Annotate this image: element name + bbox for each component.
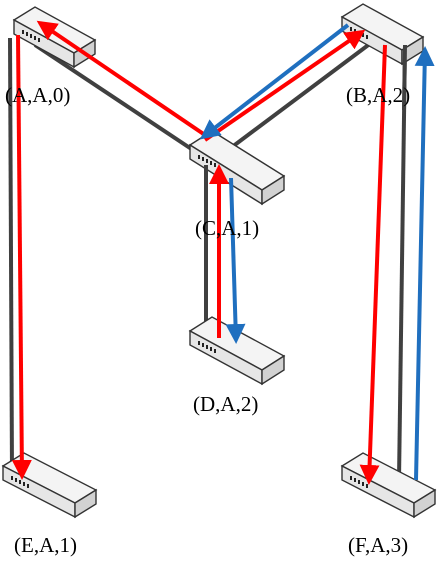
red-arrow-a-to-e <box>11 34 32 480</box>
switch-f <box>340 452 437 519</box>
red-path <box>11 20 387 485</box>
link-b-f <box>397 44 407 481</box>
switch-e <box>1 452 98 519</box>
node-label-d: (D,A,2) <box>193 392 258 416</box>
switch-b <box>340 3 425 66</box>
blue-path <box>199 23 435 481</box>
red-arrow-c-to-b <box>203 29 366 142</box>
node-label-c: (C,A,1) <box>195 216 259 240</box>
link-b-f-front <box>402 44 407 111</box>
node-label-a: (A,A,0) <box>5 83 70 107</box>
link-c-b <box>226 38 377 152</box>
node-label-e: (E,A,1) <box>14 533 77 557</box>
node-label-b: (B,A,2) <box>346 83 410 107</box>
link-a-c <box>33 43 207 160</box>
red-arrow-b-to-f <box>359 44 387 485</box>
link-a-e <box>8 37 14 476</box>
node-label-f: (F,A,3) <box>348 533 408 557</box>
red-arrow-c-to-a <box>36 20 207 137</box>
blue-arrow-c-to-d <box>225 177 246 344</box>
blue-arrow-f-to-b <box>414 46 435 481</box>
blue-arrow-b-to-c <box>199 23 350 140</box>
